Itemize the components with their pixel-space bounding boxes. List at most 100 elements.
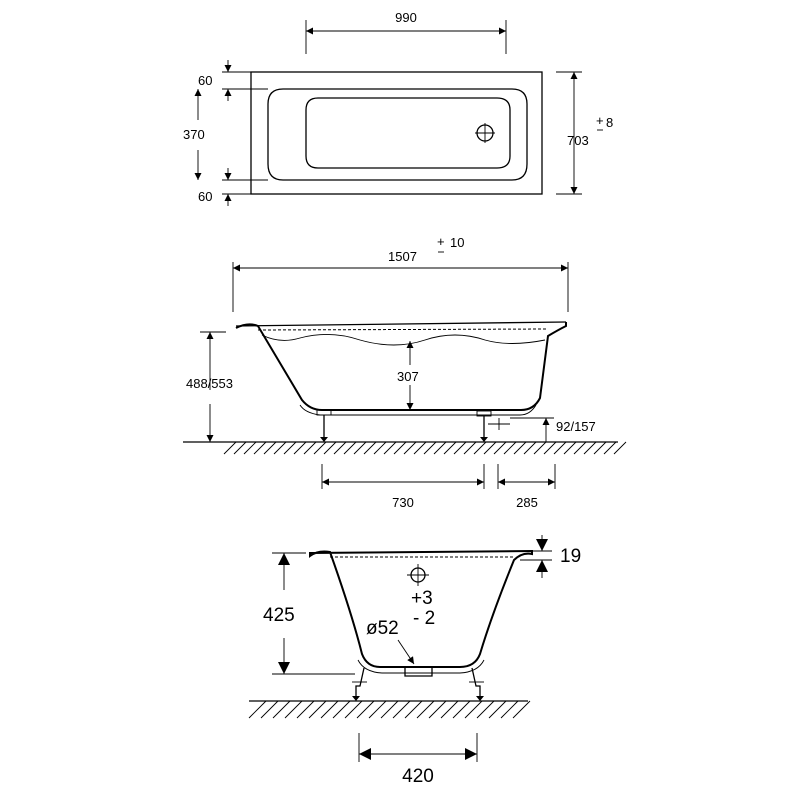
hatch-line <box>523 441 537 455</box>
side-view-leg-right <box>476 410 492 442</box>
dim-307: 307 <box>397 341 419 410</box>
hatch-line <box>313 441 327 455</box>
dim-730: 730 <box>321 464 485 510</box>
hatch-line <box>303 441 317 455</box>
hatch-line <box>296 700 315 719</box>
front-view-leg-right <box>469 667 484 701</box>
hatch-line <box>583 441 597 455</box>
hatch-line <box>500 700 519 719</box>
hatch-line <box>603 441 617 455</box>
front-view: 19 425 +3 ø52 - 2 420 <box>248 535 581 787</box>
hatch-line <box>513 441 527 455</box>
svg-text:+: + <box>437 234 445 249</box>
hatch-line <box>593 441 607 455</box>
hatch-line <box>356 700 375 719</box>
hatch-line <box>392 700 411 719</box>
hatch-line <box>573 441 587 455</box>
hatch-line <box>368 700 387 719</box>
hatch-line <box>463 441 477 455</box>
dim-730-label: 730 <box>392 495 414 510</box>
dim-420: 420 <box>358 733 478 787</box>
hatch-line <box>403 441 417 455</box>
hatch-line <box>284 700 303 719</box>
hatch-line <box>413 441 427 455</box>
dim-285-label: 285 <box>516 495 538 510</box>
hatch-line <box>272 700 291 719</box>
hatch-line <box>380 700 399 719</box>
hatch-line <box>483 441 497 455</box>
hatch-line <box>248 700 267 719</box>
front-view-outlet <box>397 639 433 677</box>
front-view-tub-body <box>309 549 533 668</box>
hatch-line <box>452 700 471 719</box>
hatch-line <box>343 441 357 455</box>
side-view-tub-body <box>235 322 567 411</box>
dim-420-label: 420 <box>402 766 434 787</box>
hatch-line <box>308 700 327 719</box>
hatch-line <box>553 441 567 455</box>
hatch-line <box>253 441 267 455</box>
dim-285: 285 <box>497 464 556 510</box>
top-view-basin-floor <box>305 97 511 169</box>
hatch-line <box>423 441 437 455</box>
hatch-line <box>363 441 377 455</box>
dim-488-553-label: 488/553 <box>186 376 233 391</box>
hatch-line <box>503 441 517 455</box>
hatch-line <box>353 441 367 455</box>
hatch-line <box>512 700 531 719</box>
side-view-leg-left <box>316 409 332 442</box>
dim-19: 19 <box>520 535 581 578</box>
hatch-line <box>373 441 387 455</box>
dim-990-label: 990 <box>395 10 417 25</box>
hatch-line <box>543 441 557 455</box>
side-view-water-line <box>261 334 546 346</box>
hatch-line <box>453 441 467 455</box>
hatch-line <box>393 441 407 455</box>
hatch-line <box>383 441 397 455</box>
hatch-line <box>428 700 447 719</box>
hatch-line <box>473 441 487 455</box>
hatch-line <box>493 441 507 455</box>
dim-703: 703 + 8 <box>556 71 613 195</box>
dim-19-label: 19 <box>560 546 581 567</box>
dim-703-plusminus: + <box>596 113 604 128</box>
hatch-line <box>464 700 483 719</box>
side-view-floor-hatch <box>223 441 627 455</box>
dim-drain-diameter: +3 ø52 - 2 <box>366 588 435 639</box>
hatch-line <box>223 441 237 455</box>
hatch-line <box>476 700 495 719</box>
hatch-line <box>283 441 297 455</box>
dim-307-label: 307 <box>397 369 419 384</box>
front-view-floor-hatch <box>248 700 531 719</box>
top-view-outline <box>250 71 543 195</box>
hatch-line <box>433 441 447 455</box>
top-view-drain-icon <box>475 123 495 143</box>
dim-425: 425 <box>263 552 355 675</box>
dim-1507: 1507 + 10 <box>232 234 569 312</box>
hatch-line <box>233 441 247 455</box>
hatch-line <box>293 441 307 455</box>
front-view-leg-left <box>352 667 367 701</box>
side-view-drain-icon <box>488 418 510 430</box>
top-view-inner-bowl <box>267 88 528 181</box>
dim-1507-label: 1507 <box>388 249 417 264</box>
dim-1507-tolerance: 10 <box>450 235 464 250</box>
dim-92-157: 92/157 <box>510 417 596 442</box>
hatch-line <box>613 441 627 455</box>
hatch-line <box>443 441 457 455</box>
top-view: 990 60 370 60 703 + <box>183 10 613 206</box>
dim-left-stack: 60 370 60 <box>183 60 268 206</box>
hatch-line <box>416 700 435 719</box>
dim-703-label: 703 <box>567 133 589 148</box>
drain-diameter-label: ø52 <box>366 618 399 639</box>
hatch-line <box>263 441 277 455</box>
hatch-line <box>333 441 347 455</box>
dim-92-157-label: 92/157 <box>556 419 596 434</box>
drain-tol-plus: +3 <box>411 588 433 609</box>
hatch-line <box>243 441 257 455</box>
front-view-drain-icon <box>407 564 429 586</box>
side-view: 1507 + 10 <box>183 234 627 510</box>
dim-425-label: 425 <box>263 605 295 626</box>
hatch-line <box>332 700 351 719</box>
